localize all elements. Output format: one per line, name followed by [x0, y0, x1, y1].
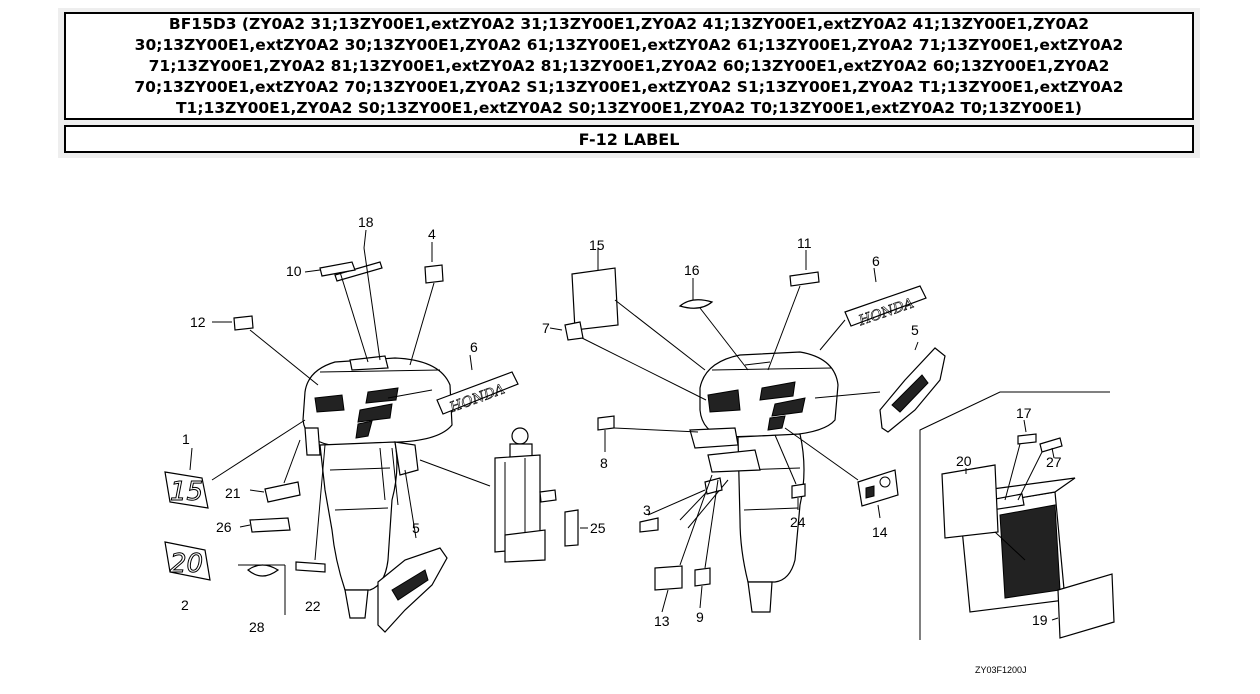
- bracket-decal-right: [879, 347, 946, 433]
- callout-6-right: 6: [872, 253, 880, 269]
- callout-20: 20: [956, 453, 972, 469]
- callout-22: 22: [305, 598, 321, 614]
- battery-box: [919, 391, 1115, 640]
- left-small-labels: [233, 261, 444, 577]
- label-14: [857, 469, 899, 507]
- callout-9: 9: [696, 609, 704, 625]
- callout-14: 14: [872, 524, 888, 540]
- callout-5-left: 5: [412, 520, 420, 536]
- callout-7: 7: [542, 320, 550, 336]
- callout-16: 16: [684, 262, 700, 278]
- callout-26: 26: [216, 519, 232, 535]
- bracket-decal-left: [377, 547, 448, 633]
- decal-20-text: 20: [170, 549, 203, 579]
- callout-19: 19: [1032, 612, 1048, 628]
- callout-15: 15: [589, 237, 605, 253]
- decal-20: 20: [164, 541, 211, 581]
- decal-15: 15: [164, 471, 209, 509]
- right-outboard-motor: [679, 351, 839, 613]
- callout-28: 28: [249, 619, 265, 635]
- decal-15-text: 15: [170, 477, 203, 507]
- callout-5-right: 5: [911, 322, 919, 338]
- callout-1: 1: [182, 431, 190, 447]
- right-small-labels: [564, 267, 820, 591]
- callout-labels: 1 2 3 4 5 5 6 6 7 8 9 10 11 12 13 14 15 …: [181, 214, 1062, 675]
- callout-10: 10: [286, 263, 302, 279]
- leader-lines: [189, 229, 1059, 621]
- callout-21: 21: [225, 485, 241, 501]
- page-subtitle: F-12 LABEL: [578, 129, 680, 149]
- tilt-cylinder: [494, 427, 579, 563]
- callout-12: 12: [190, 314, 206, 330]
- callout-27: 27: [1046, 454, 1062, 470]
- callout-17: 17: [1016, 405, 1032, 421]
- subtitle-box: F-12 LABEL: [64, 125, 1194, 153]
- page-title: BF15D3 (ZY0A2 31;13ZY00E1,extZY0A2 31;13…: [134, 14, 1124, 117]
- callout-11: 11: [797, 235, 812, 251]
- callout-8: 8: [600, 455, 608, 471]
- left-outboard-motor: [302, 355, 453, 619]
- callout-18: 18: [358, 214, 374, 230]
- callout-4: 4: [428, 226, 436, 242]
- callout-2: 2: [181, 597, 189, 613]
- callout-3: 3: [643, 502, 651, 518]
- title-box: BF15D3 (ZY0A2 31;13ZY00E1,extZY0A2 31;13…: [64, 12, 1194, 120]
- callout-6-left: 6: [470, 339, 478, 355]
- figure-code: ZY03F1200J: [975, 665, 1027, 675]
- callout-25: 25: [590, 520, 606, 536]
- callout-24: 24: [790, 514, 806, 530]
- callout-13: 13: [654, 613, 670, 629]
